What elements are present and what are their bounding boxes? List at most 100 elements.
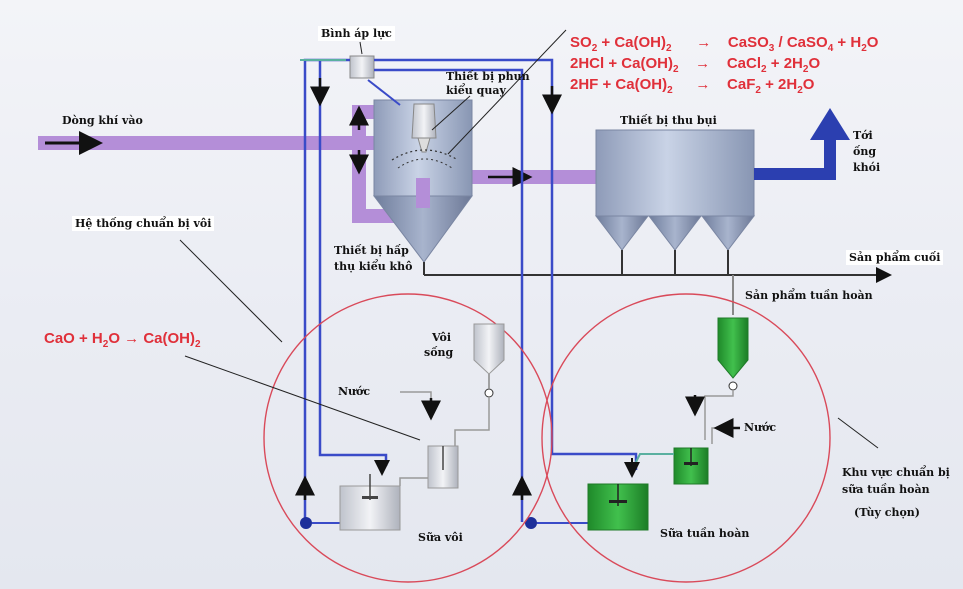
pressure-vessel-to-atomizer — [367, 79, 401, 106]
eq1-d-sub: 4 — [827, 43, 834, 54]
lime-slurry-label: Sữa vôi — [418, 531, 463, 544]
recycle-line-left — [374, 68, 524, 522]
stack-label: Tới ống khói — [853, 128, 880, 176]
recycle-area-label-line1: Khu vực chuẩn bị — [842, 466, 950, 479]
inlet-gas-duct — [38, 136, 376, 150]
lime-system-label: Hệ thống chuẩn bị vôi — [72, 216, 215, 231]
eq2-c: + 2H — [766, 55, 803, 72]
lime-pump — [300, 517, 312, 529]
eq1-a: SO — [570, 34, 592, 51]
eq2-c-sub: 2 — [802, 64, 809, 75]
water-label-left: Nước — [338, 385, 371, 398]
stack-label-line1: Tới — [853, 129, 873, 142]
eq3-b-sub: 2 — [755, 85, 761, 96]
eq-lime-a: CaO + H — [44, 330, 103, 347]
rotary-atomizer-tip — [417, 137, 431, 153]
eq3-a: 2HF + Ca(OH) — [570, 76, 668, 93]
rotary-atomizer — [411, 103, 437, 139]
rotary-atomizer-label: Thiết bị phun kiểu quay — [446, 70, 530, 98]
lime-tank-blade — [362, 496, 378, 499]
dry-absorber-label-line1: Thiết bị hấp — [334, 244, 409, 257]
recycle-mixer-blade — [684, 462, 698, 465]
spray-pattern-2 — [397, 158, 453, 169]
rotary-atomizer-label-line1: Thiết bị phun — [446, 70, 530, 83]
eq1-e-sub: 2 — [861, 43, 867, 54]
absorber-outlet-duct — [470, 170, 600, 184]
recycle-area-label-line3: (Tùy chọn) — [854, 506, 920, 519]
eq1-f: O — [866, 34, 879, 51]
inlet-gas-label: Dòng khí vào — [62, 114, 143, 127]
eq1-e: + H — [833, 34, 862, 51]
equation-so2: SO2 + Ca(OH)2 → CaSO3 / CaSO4 + H2O — [570, 34, 878, 54]
water-label-right: Nước — [744, 421, 777, 434]
lime-line-left — [303, 58, 350, 522]
leader-equations — [447, 29, 567, 155]
quicklime-label-line2: sống — [424, 346, 454, 359]
recycle-prep-circle — [541, 293, 831, 583]
eq1-arrow: → — [696, 34, 712, 51]
quicklime-label-line1: Vôi — [432, 331, 452, 344]
final-product-label: Sản phẩm cuối — [846, 250, 944, 265]
eq2-a: 2HCl + Ca(OH) — [570, 55, 673, 72]
leader-lime-equation — [184, 355, 421, 441]
eq3-c: + 2H — [760, 76, 798, 93]
eq3-c-sub: 2 — [797, 85, 803, 96]
hopper-2 — [647, 215, 703, 251]
dust-collector-body — [595, 129, 755, 217]
spray-pattern — [391, 149, 459, 161]
eq3-arrow: → — [695, 76, 711, 93]
quicklime-silo — [473, 323, 505, 375]
eq1-b-sub: 2 — [666, 43, 672, 54]
eq2-arrow: → — [695, 55, 711, 72]
stack-label-line3: khói — [853, 161, 881, 174]
eq3-a-sub: 2 — [667, 85, 673, 96]
eq1-b: + Ca(OH) — [597, 34, 667, 51]
hopper-3 — [700, 215, 756, 251]
leader-atomizer — [431, 95, 471, 131]
recycle-feeder — [728, 381, 738, 391]
dry-absorber-internal-pipe — [416, 178, 430, 208]
pressure-vessel-label: Bình áp lực — [318, 26, 395, 41]
eq1-d: / CaSO — [774, 34, 828, 51]
pressure-vessel — [349, 55, 375, 79]
leader-recycle-area — [837, 417, 879, 449]
rotary-atomizer-label-line2: kiểu quay — [446, 84, 506, 97]
mixer-to-tank — [631, 453, 674, 471]
eq3-d: O — [802, 76, 815, 93]
silo-feeder — [484, 388, 494, 398]
lime-prep-circle — [263, 293, 553, 583]
water-line-right — [711, 427, 740, 444]
eq1-a-sub: 2 — [591, 43, 598, 54]
eq-lime-b: O → Ca(OH) — [108, 330, 196, 347]
dry-absorber-label: Thiết bị hấp thụ kiểu khô — [334, 243, 413, 275]
dry-absorber-label-line2: thụ kiểu khô — [334, 260, 413, 273]
leader-binh-ap-luc — [359, 41, 363, 55]
eq2-d: O — [808, 55, 821, 72]
recycle-slurry-label: Sữa tuần hoàn — [660, 527, 750, 540]
eq2-b-sub: 2 — [761, 64, 767, 75]
hopper-1 — [594, 215, 650, 251]
silo-to-slaker — [454, 397, 490, 446]
stack-label-line2: ống — [853, 145, 877, 158]
lime-line-top — [374, 58, 638, 470]
eq3-b: CaF — [727, 76, 756, 93]
eq-lime-a-sub: 2 — [102, 339, 109, 350]
recycle-feed-line — [704, 390, 734, 440]
eq1-c: CaSO — [727, 34, 769, 51]
recycle-tank-blade — [609, 500, 627, 503]
recycle-product-label: Sản phẩm tuần hoàn — [745, 289, 873, 302]
eq1-c-sub: 3 — [768, 43, 775, 54]
water-line-left — [400, 391, 432, 410]
slaker-to-tank — [399, 477, 428, 486]
eq-lime-b-sub: 2 — [195, 339, 201, 350]
equation-lime: CaO + H2O → Ca(OH)2 — [44, 330, 201, 350]
dust-collector-label: Thiết bị thu bụi — [620, 114, 717, 127]
eq2-a-sub: 2 — [672, 64, 679, 75]
recycle-area-label-line2: sữa tuần hoàn — [842, 483, 930, 496]
eq2-b: CaCl — [726, 55, 762, 72]
leader-lime-system — [179, 239, 283, 343]
quicklime-label: Vôi sống — [424, 330, 453, 360]
equation-hf: 2HF + Ca(OH)2 → CaF2 + 2H2O — [570, 76, 814, 96]
equation-hcl: 2HCl + Ca(OH)2 → CaCl2 + 2H2O — [570, 55, 820, 75]
